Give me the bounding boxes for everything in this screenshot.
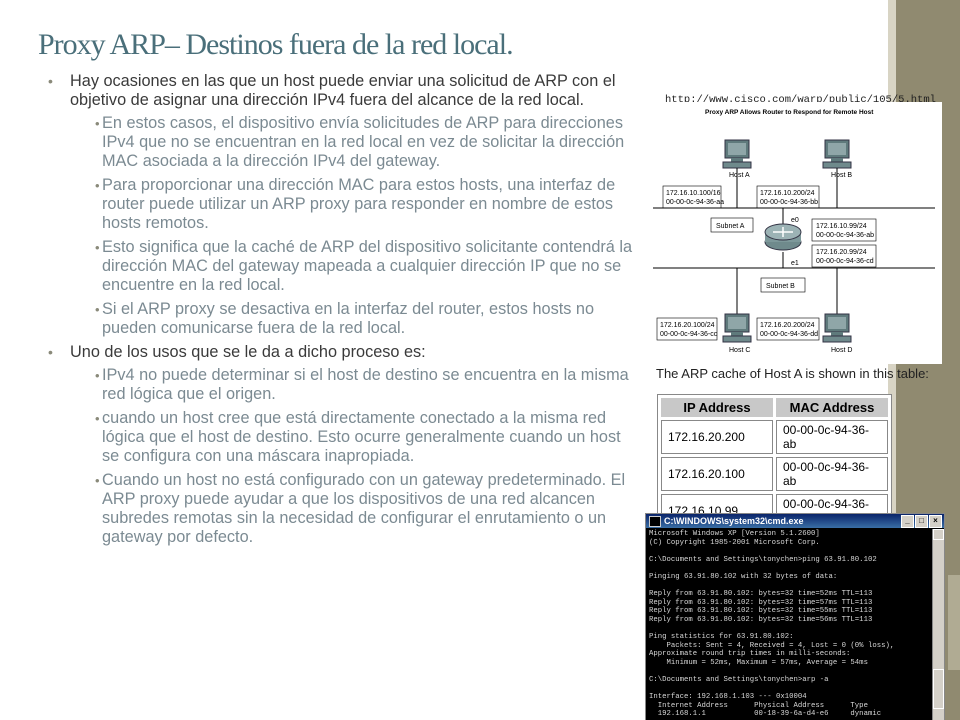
cmd-line (649, 625, 929, 634)
e1-ip: 172.16.20.99/24 (816, 249, 867, 256)
ip-address-cell: 172.16.20.100 (661, 457, 773, 491)
cmd-line (649, 668, 929, 677)
cmd-title: C:\WINDOWS\system32\cmd.exe (664, 516, 804, 526)
cmd-line: Microsoft Windows XP [Version 5.1.2600] (649, 530, 820, 538)
cmd-line: Minimum = 52ms, Maximum = 57ms, Average … (649, 658, 868, 667)
cmd-line: Packets: Sent = 4, Received = 4, Lost = … (649, 641, 895, 650)
maximize-icon[interactable]: □ (915, 515, 928, 528)
sub-bullet-item: Esto significa que la caché de ARP del d… (42, 238, 642, 295)
cmd-line: Reply from 63.91.80.102: bytes=32 time=5… (649, 590, 873, 599)
router-e1-label: e1 (791, 260, 799, 267)
cmd-line: C:\Documents and Settings\tonychen>arp -… (649, 676, 829, 685)
side-bar-block (948, 575, 960, 670)
bullet-item: Hay ocasiones en las que un host puede e… (42, 72, 642, 110)
cmd-title-bar[interactable]: C:\WINDOWS\system32\cmd.exe _ □ × (646, 514, 944, 528)
host-b-computer-icon (822, 139, 852, 169)
cmd-scrollbar[interactable] (932, 529, 944, 720)
cmd-line: Interface: 192.168.1.103 --- 0x10004 (649, 693, 807, 702)
subnet-b-label: Subnet B (766, 283, 795, 290)
host-c-mac: 00-00-0c-94-36-cc (660, 331, 718, 338)
cmd-line (649, 564, 929, 573)
cmd-output[interactable]: Microsoft Windows XP [Version 5.1.2600](… (646, 529, 932, 720)
sub-bullet-item: IPv4 no puede determinar si el host de d… (42, 366, 642, 404)
cmd-line: Reply from 63.91.80.102: bytes=32 time=5… (649, 615, 873, 624)
diagram-heading: Proxy ARP Allows Router to Respond for R… (705, 109, 874, 116)
window-controls: _ □ × (901, 515, 942, 528)
host-b-label: Host B (831, 172, 852, 179)
cmd-window: C:\WINDOWS\system32\cmd.exe _ □ × Micros… (645, 513, 945, 720)
subnet-a-label: Subnet A (716, 223, 745, 230)
cmd-line (649, 547, 929, 556)
ip-address-header: IP Address (661, 398, 773, 417)
close-icon[interactable]: × (929, 515, 942, 528)
host-d-ip: 172.16.20.200/24 (760, 322, 815, 329)
proxy-arp-network-diagram: Proxy ARP Allows Router to Respond for R… (645, 102, 942, 364)
e1-mac: 00-00-0c-94-36-cd (816, 258, 874, 265)
host-d-computer-icon (822, 313, 852, 343)
mac-address-cell: 00-00-0c-94-36-ab (776, 457, 888, 491)
bullet-list: Hay ocasiones en las que un host puede e… (42, 72, 642, 552)
cmd-line: Pinging 63.91.80.102 with 32 bytes of da… (649, 572, 838, 581)
host-a-label: Host A (729, 172, 750, 179)
cmd-line: 192.168.1.1 00-18-39-6a-d4-e6 dynamic (649, 710, 882, 719)
sub-bullet-item: Cuando un host no está configurado con u… (42, 471, 642, 547)
slide-title: Proxy ARP– Destinos fuera de la red loca… (38, 28, 514, 61)
scrollbar-thumb[interactable] (933, 669, 944, 709)
arp-cache-caption: The ARP cache of Host A is shown in this… (656, 366, 929, 381)
host-c-computer-icon (722, 313, 752, 343)
host-d-label: Host D (831, 347, 852, 354)
bullet-item: Uno de los usos que se le da a dicho pro… (42, 343, 642, 362)
host-a-ip: 172.16.10.100/16 (666, 190, 721, 197)
sub-bullet-item: Para proporcionar una dirección MAC para… (42, 176, 642, 233)
sub-bullet-item: En estos casos, el dispositivo envía sol… (42, 114, 642, 171)
sub-bullet-item: Si el ARP proxy se desactiva en la inter… (42, 300, 642, 338)
mac-address-header: MAC Address (776, 398, 888, 417)
e0-mac: 00-00-0c-94-36-ab (816, 232, 874, 239)
cmd-line: Ping statistics for 63.91.80.102: (649, 633, 794, 642)
minimize-icon[interactable]: _ (901, 515, 914, 528)
cmd-line: Approximate round trip times in milli-se… (649, 650, 851, 659)
scroll-up-icon[interactable] (933, 529, 944, 540)
cmd-line: C:\Documents and Settings\tonychen>ping … (649, 555, 877, 564)
sub-bullet-item: cuando un host cree que está directament… (42, 409, 642, 466)
host-c-label: Host C (729, 347, 750, 354)
host-a-mac: 00-00-0c-94-36-aa (666, 199, 724, 206)
cmd-line: Reply from 63.91.80.102: bytes=32 time=5… (649, 598, 873, 607)
cmd-window-icon (649, 516, 661, 527)
arp-cache-header-row: IP Address MAC Address (661, 398, 888, 417)
host-c-ip: 172.16.20.100/24 (660, 322, 715, 329)
router-e0-label: e0 (791, 217, 799, 224)
mac-address-cell: 00-00-0c-94-36-ab (776, 420, 888, 454)
host-d-mac: 00-00-0c-94-36-dd (760, 331, 818, 338)
cmd-line (649, 582, 929, 591)
e0-ip: 172.16.10.99/24 (816, 223, 867, 230)
host-a-computer-icon (722, 139, 752, 169)
cmd-line (649, 685, 929, 694)
cmd-line: Internet Address Physical Address Type (649, 701, 868, 710)
ip-address-cell: 172.16.20.200 (661, 420, 773, 454)
cmd-line: (C) Copyright 1985-2001 Microsoft Corp. (649, 538, 820, 547)
cmd-line: Reply from 63.91.80.102: bytes=32 time=5… (649, 607, 873, 616)
host-b-mac: 00-00-0c-94-36-bb (760, 199, 818, 206)
host-b-ip: 172.16.10.200/24 (760, 190, 815, 197)
router-icon (764, 223, 802, 251)
